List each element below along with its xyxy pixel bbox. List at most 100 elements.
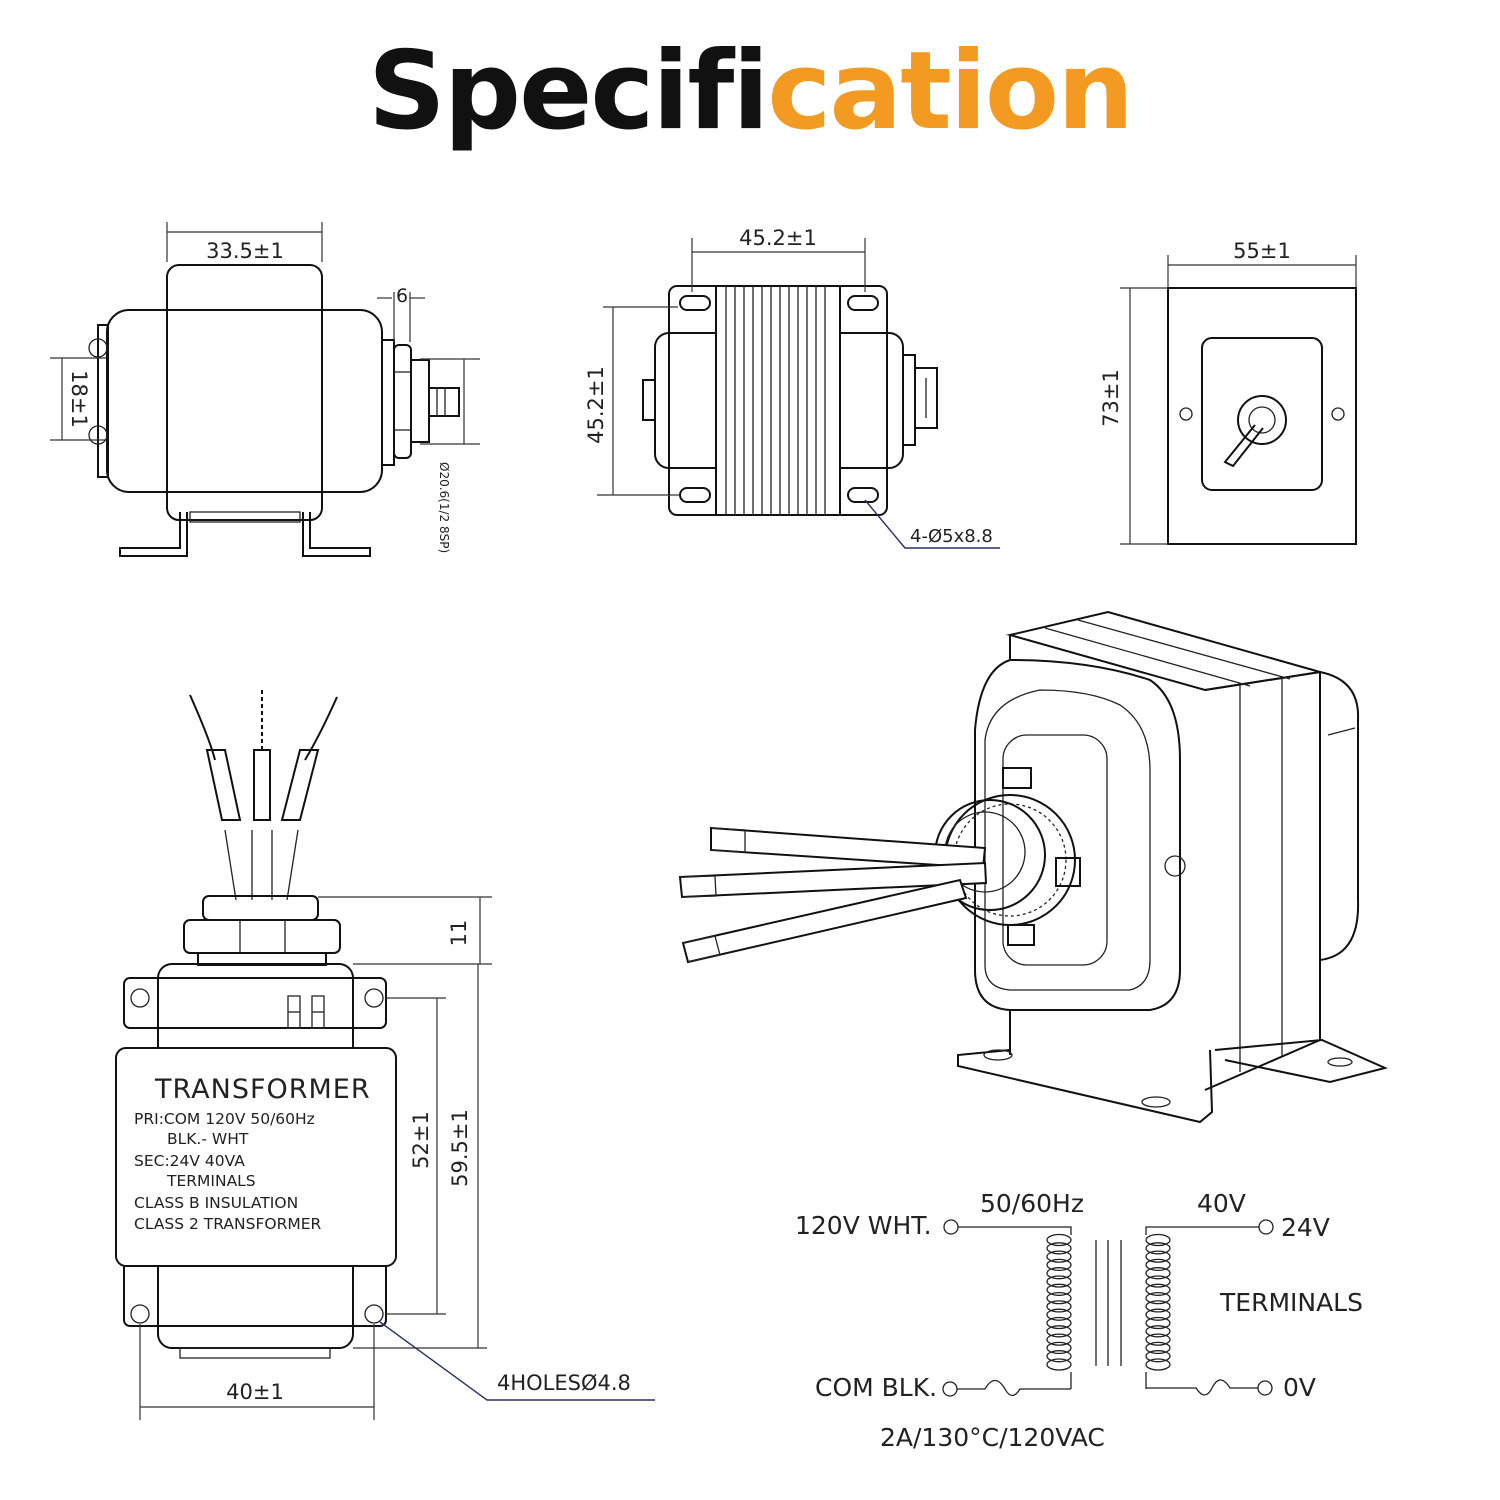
coil-loop <box>1046 1316 1072 1330</box>
iso-foot-left <box>957 1049 1214 1124</box>
side-base-plate <box>189 511 301 523</box>
front-hole <box>364 988 384 1008</box>
label-line-6: CLASS 2 TRANSFORMER <box>134 1215 322 1233</box>
coil-loop <box>1145 1242 1171 1255</box>
coil-loop <box>1145 1250 1171 1263</box>
top-holes-label: 4-Ø5x8.8 <box>910 526 993 547</box>
side-view: 33.5±1 18±1 6 Ø20.6(1/2 8SP) <box>50 222 480 557</box>
terminal-0v <box>1257 1380 1273 1396</box>
cover-knob-inner <box>1248 406 1276 434</box>
coil-loop <box>1145 1308 1171 1321</box>
wiring-schematic: 120V WHT. 50/60Hz 40V 24V TERMINALS COM … <box>795 1189 1363 1452</box>
coil-loop <box>1046 1233 1072 1247</box>
dim-thread-label: Ø20.6(1/2 8SP) <box>437 462 451 553</box>
terminal-24v <box>1258 1219 1274 1235</box>
sleeve-middle <box>253 749 271 821</box>
top-slot <box>679 295 711 311</box>
front-hole <box>130 1304 150 1324</box>
iso-foot-hole <box>1327 1057 1353 1067</box>
sleeve-left <box>205 749 242 821</box>
iso-line <box>1327 727 1356 736</box>
iso-wire-tip <box>679 875 717 898</box>
wire-right <box>304 696 338 761</box>
coil-loop <box>1145 1341 1171 1355</box>
primary-wire-top <box>958 1226 1072 1235</box>
secondary-com-label: 0V <box>1283 1373 1316 1402</box>
cover-screw-hole <box>1179 407 1193 421</box>
top-laminations <box>715 285 841 516</box>
label-line-1: PRI:COM 120V 50/60Hz <box>134 1110 315 1128</box>
front-label <box>115 1047 397 1267</box>
dim-6-label: 6 <box>396 285 408 307</box>
side-thread-tip <box>428 387 460 417</box>
top-terminals <box>914 367 938 429</box>
dim-52-label: 52±1 <box>409 1111 433 1169</box>
coil-loop <box>1046 1341 1072 1355</box>
dim-73-label: 73±1 <box>1099 369 1123 427</box>
label-title: TRANSFORMER <box>154 1074 371 1105</box>
top-grommet <box>642 379 656 421</box>
cover-view: 55±1 73±1 <box>1099 239 1357 545</box>
sleeve-right <box>280 749 320 821</box>
label-line-3: SEC:24V 40VA <box>134 1152 245 1170</box>
coil-loop <box>1145 1291 1171 1305</box>
terminal-com <box>942 1381 958 1397</box>
wire-leads <box>224 829 299 901</box>
cover-wires <box>1223 424 1264 468</box>
holes-leader <box>864 499 1000 549</box>
label-line-2: BLK.- WHT <box>167 1130 249 1148</box>
iso-wire-1 <box>710 826 987 870</box>
coil-loop <box>1145 1333 1171 1346</box>
front-holes-label: 4HOLESØ4.8 <box>497 1371 631 1395</box>
coil-loop <box>1145 1325 1171 1338</box>
coil-loop <box>1046 1267 1072 1280</box>
title-part-2: cation <box>767 29 1134 154</box>
coil-loop <box>1046 1291 1072 1305</box>
side-terminal-screw-bottom <box>88 425 108 445</box>
front-plate-top <box>123 977 387 1029</box>
frequency-label: 50/60Hz <box>980 1189 1084 1218</box>
coil-loop <box>1145 1283 1171 1296</box>
side-thread <box>410 359 430 443</box>
cover-plate <box>1167 287 1357 545</box>
dim-45-top-label: 45.2±1 <box>739 226 817 250</box>
iso-nut-tab <box>1055 857 1081 887</box>
secondary-coil <box>1145 1233 1171 1371</box>
coil-loop <box>1145 1275 1171 1288</box>
iso-top-line <box>1077 619 1291 680</box>
dim-55-label: 55±1 <box>1233 239 1291 263</box>
iso-foot-right <box>1214 1038 1389 1084</box>
lamination-lines <box>725 286 826 515</box>
iso-front-bobbin-inner <box>984 689 1151 991</box>
coil-loop <box>1046 1350 1072 1363</box>
iso-back-bobbin <box>1319 671 1360 961</box>
top-slot <box>679 487 711 503</box>
coil-loop <box>1145 1358 1171 1371</box>
coil-loop <box>1046 1300 1072 1313</box>
side-core <box>166 264 323 521</box>
coil-loop <box>1046 1333 1072 1346</box>
page-title: Specification <box>0 22 1500 162</box>
dim-18-label: 18±1 <box>67 370 91 428</box>
coil-loop <box>1145 1233 1171 1247</box>
iso-foot-hole <box>983 1049 1013 1061</box>
primary-coil <box>1046 1233 1072 1371</box>
primary-com-label: COM BLK. <box>815 1373 937 1402</box>
coil-loop <box>1145 1350 1171 1363</box>
dim-33-label: 33.5±1 <box>206 239 284 263</box>
cover-knob <box>1237 395 1287 445</box>
coil-loop <box>1046 1242 1072 1255</box>
side-foot-left <box>119 512 188 557</box>
coil-loop <box>1046 1358 1072 1371</box>
front-hole <box>130 988 150 1008</box>
side-terminal-screw-top <box>88 338 108 358</box>
top-view: 45.2±1 45.2±1 4-Ø5x8.8 <box>584 226 1000 549</box>
terminal-120v <box>943 1219 959 1235</box>
front-base <box>179 1347 331 1359</box>
top-slot <box>847 487 879 503</box>
dim-45-side-label: 45.2±1 <box>584 366 608 444</box>
top-slot <box>847 295 879 311</box>
coil-loop <box>1046 1308 1072 1321</box>
secondary-fuse <box>1146 1379 1258 1396</box>
